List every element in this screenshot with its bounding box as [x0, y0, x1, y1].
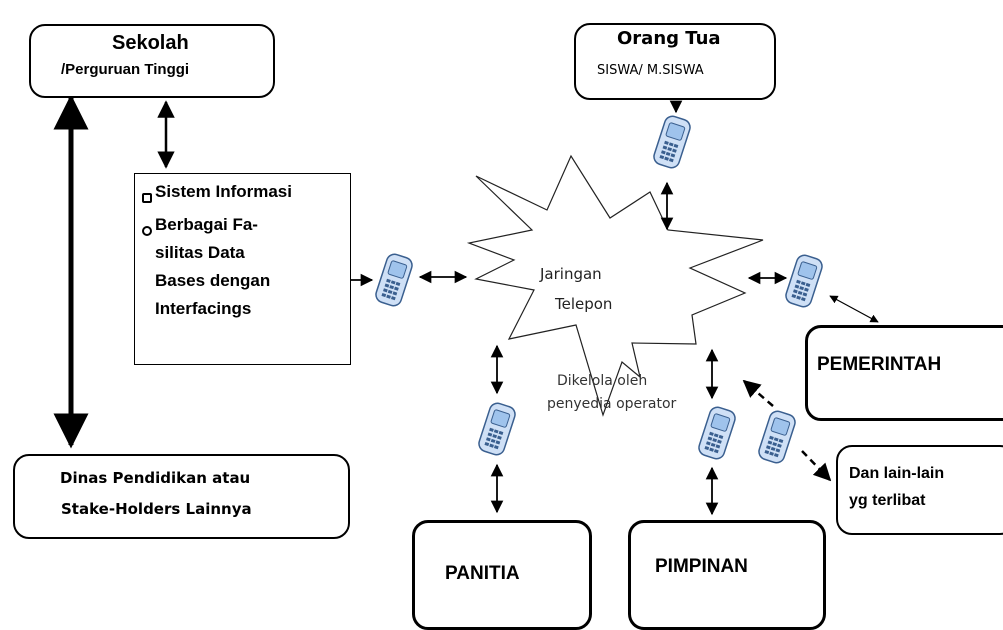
- network-starburst: [466, 154, 764, 417]
- arrow-dashed-network-phone: [742, 379, 774, 407]
- dinas-line2: Stake-Holders Lainnya: [61, 500, 252, 518]
- panitia-label: PANITIA: [445, 563, 520, 584]
- dan-lain-box: [836, 445, 1003, 535]
- orang-tua-box: [574, 23, 776, 100]
- dikelola-label-line1: Dikelola oleh: [557, 373, 648, 389]
- arrow-dashed-phone-danlain: [801, 450, 832, 482]
- mobile-phone-icon: [756, 408, 798, 466]
- mobile-phone-icon: [696, 404, 738, 462]
- sistem-informasi-item-2-line2: silitas Data: [155, 243, 245, 262]
- dinas-line1: Dinas Pendidikan atau: [60, 469, 251, 487]
- dan-lain-line1: Dan lain-lain: [849, 465, 945, 482]
- sistem-informasi-item-2-line4: Interfacings: [155, 299, 252, 318]
- sekolah-subtitle: /Perguruan Tinggi: [61, 61, 190, 78]
- pimpinan-label: PIMPINAN: [655, 556, 748, 577]
- pimpinan-box: [628, 520, 826, 630]
- dan-lain-line2: yg terlibat: [849, 492, 926, 509]
- orang-tua-subtitle: SISWA/ M.SISWA: [597, 63, 704, 78]
- arrow-phone-pemerintah: [829, 295, 879, 323]
- bullet-icon: [142, 226, 152, 236]
- bullet-icon: [142, 193, 152, 203]
- sistem-informasi-item-1: Sistem Informasi: [155, 182, 292, 201]
- dikelola-label-line2: penyedia operator: [547, 396, 677, 412]
- sistem-informasi-item-2-line3: Bases dengan: [155, 271, 271, 290]
- mobile-phone-icon: [373, 251, 415, 309]
- mobile-phone-icon: [783, 252, 825, 310]
- dinas-box: [13, 454, 350, 539]
- sistem-informasi-box: [134, 173, 351, 365]
- connectors: [53, 94, 879, 516]
- jaringan-label-line2: Telepon: [555, 295, 613, 313]
- pemerintah-label: PEMERINTAH: [817, 354, 942, 375]
- sistem-informasi-item-2-line1: Berbagai Fa-: [155, 215, 258, 234]
- orang-tua-title: Orang Tua: [617, 28, 721, 49]
- mobile-phone-icon: [476, 400, 518, 458]
- sekolah-box: [29, 24, 275, 98]
- sekolah-title: Sekolah: [112, 32, 189, 54]
- panitia-box: [412, 520, 592, 630]
- pemerintah-box: [805, 325, 1003, 421]
- jaringan-label-line1: Jaringan: [540, 265, 602, 283]
- mobile-phone-icon: [651, 113, 693, 171]
